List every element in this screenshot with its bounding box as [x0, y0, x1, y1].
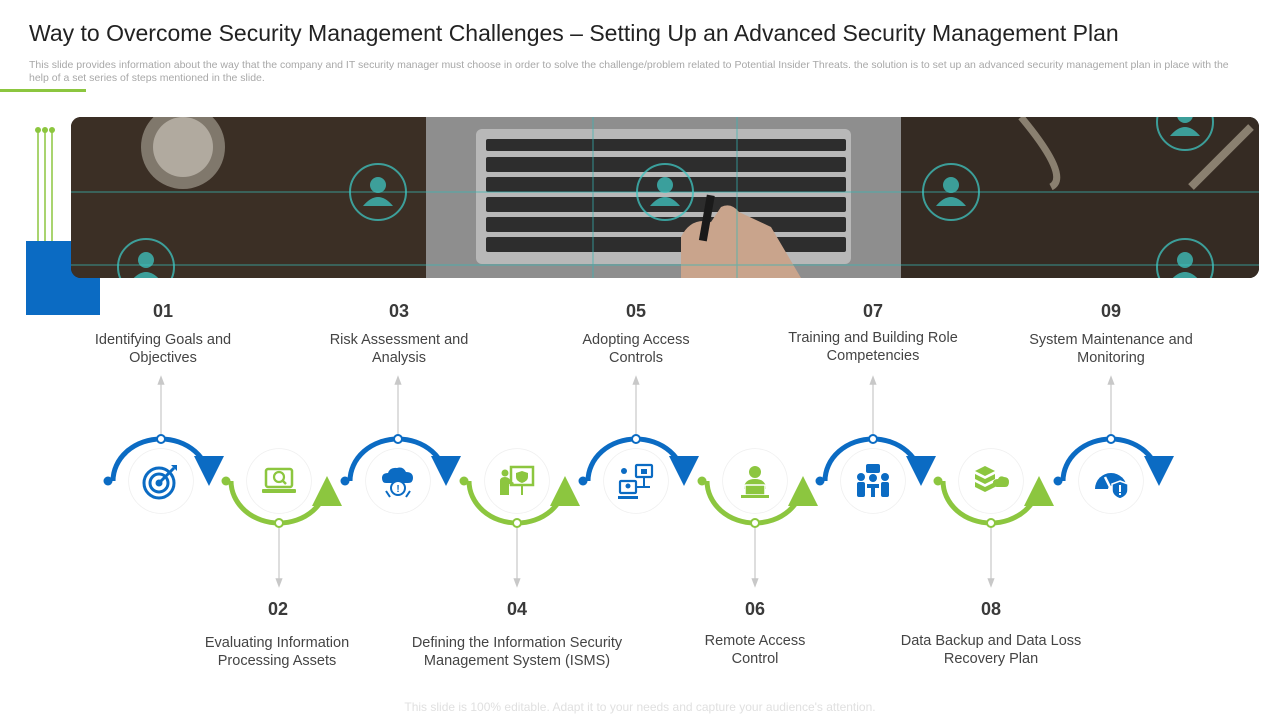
page-title: Way to Overcome Security Management Chal…	[29, 20, 1119, 46]
footer-note: This slide is 100% editable. Adapt it to…	[404, 700, 876, 714]
remote-user-icon	[723, 449, 787, 513]
step-4-number: 04	[506, 599, 528, 619]
title-underline	[0, 89, 86, 92]
step-5-label: Adopting Access Controls	[582, 332, 690, 366]
step-1-number: 01	[152, 301, 174, 321]
hero-image	[71, 117, 1259, 278]
access-network-icon	[604, 449, 668, 513]
step-2-label: Evaluating Information Processing Assets	[204, 635, 350, 669]
step-7-number: 07	[862, 301, 884, 321]
presentation-shield-icon	[485, 449, 549, 513]
step-8-label: Data Backup and Data Loss Recovery Plan	[900, 633, 1082, 667]
step-3-number: 03	[388, 301, 410, 321]
laptop-search-icon	[247, 449, 311, 513]
step-8-number: 08	[980, 599, 1002, 619]
step-3-label: Risk Assessment and Analysis	[329, 332, 469, 366]
step-9-number: 09	[1100, 301, 1122, 321]
gauge-shield-icon	[1079, 449, 1143, 513]
database-cloud-icon	[959, 449, 1023, 513]
team-meeting-icon	[841, 449, 905, 513]
page-subtitle: This slide provides information about th…	[29, 59, 1229, 84]
decorative-lines	[35, 127, 55, 244]
step-5-number: 05	[625, 301, 647, 321]
step-7-label: Training and Building Role Competencies	[788, 330, 958, 364]
step-9-label: System Maintenance and Monitoring	[1029, 332, 1193, 366]
target-icon	[129, 449, 193, 513]
risk-cloud-icon: !	[366, 449, 430, 513]
step-2-number: 02	[267, 599, 289, 619]
step-4-label: Defining the Information Security Manage…	[411, 635, 623, 669]
step-6-label: Remote Access Control	[704, 633, 806, 667]
svg-text:!: !	[396, 484, 399, 495]
step-1-label: Identifying Goals and Objectives	[94, 332, 232, 366]
step-6-number: 06	[744, 599, 766, 619]
